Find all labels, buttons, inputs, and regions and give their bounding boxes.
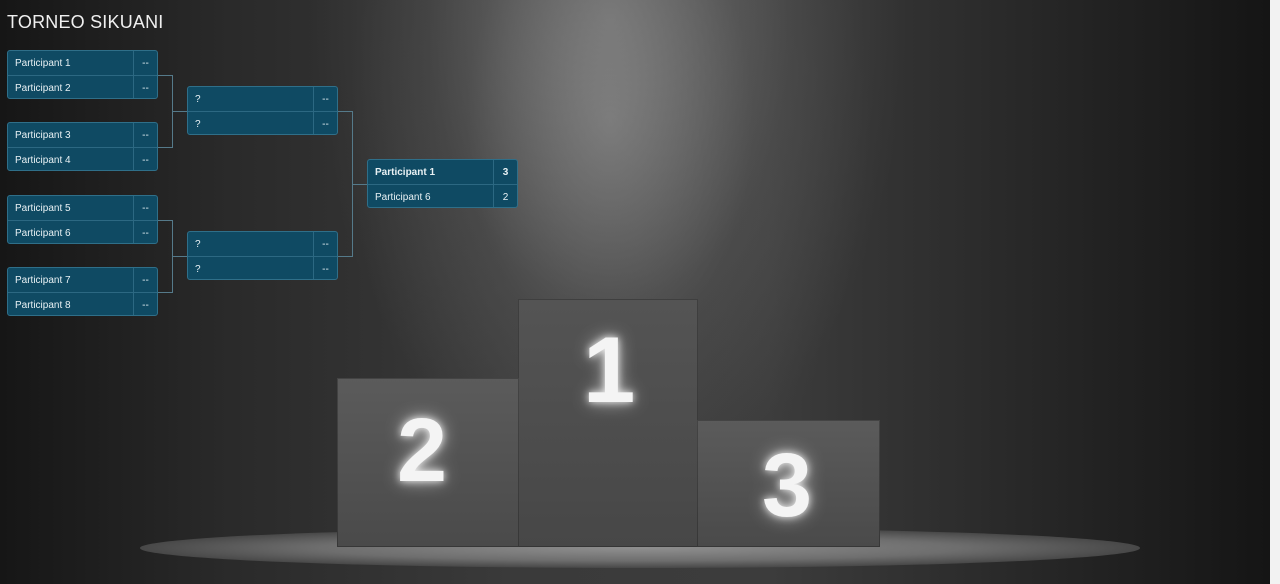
match-slot[interactable]: Participant 6 --	[8, 220, 157, 243]
page-scrollbar-edge	[1270, 0, 1280, 584]
match-slot[interactable]: Participant 4 --	[8, 147, 157, 170]
participant-score: --	[313, 257, 337, 279]
match-round1-1[interactable]: Participant 1 -- Participant 2 --	[7, 50, 158, 99]
bracket-connector	[158, 147, 173, 148]
match-slot[interactable]: ? --	[188, 111, 337, 134]
bracket-connector	[158, 75, 173, 76]
participant-name: ?	[195, 263, 201, 275]
match-slot[interactable]: Participant 8 --	[8, 292, 157, 315]
participant-name: Participant 6	[15, 227, 71, 239]
participant-name: Participant 3	[15, 129, 71, 141]
participant-score: --	[133, 76, 157, 98]
match-slot[interactable]: ? --	[188, 87, 337, 111]
podium-third-place	[697, 420, 880, 547]
participant-name: Participant 1	[15, 57, 71, 69]
match-slot-winner[interactable]: Participant 1 3	[368, 160, 517, 184]
participant-score: --	[313, 232, 337, 256]
bracket-connector	[338, 111, 353, 112]
participant-name: Participant 4	[15, 154, 71, 166]
bracket-connector	[158, 292, 173, 293]
podium-second-place	[337, 378, 519, 547]
podium-first-place	[518, 299, 698, 547]
podium-number-2: 2	[397, 401, 448, 501]
participant-score: --	[133, 293, 157, 315]
participant-score: --	[313, 87, 337, 111]
participant-score: --	[313, 112, 337, 134]
bracket-connector	[172, 256, 187, 257]
participant-name: Participant 6	[375, 191, 431, 203]
match-slot[interactable]: ? --	[188, 256, 337, 279]
participant-score: --	[133, 123, 157, 147]
match-slot[interactable]: Participant 5 --	[8, 196, 157, 220]
participant-score: 3	[493, 160, 517, 184]
match-slot[interactable]: Participant 7 --	[8, 268, 157, 292]
participant-name: ?	[195, 118, 201, 130]
participant-score: --	[133, 51, 157, 75]
participant-name: Participant 2	[15, 82, 71, 94]
participant-name: ?	[195, 238, 201, 250]
match-slot[interactable]: ? --	[188, 232, 337, 256]
match-round1-2[interactable]: Participant 3 -- Participant 4 --	[7, 122, 158, 171]
page-title: TORNEO SIKUANI	[7, 12, 164, 32]
participant-name: Participant 5	[15, 202, 71, 214]
participant-score: --	[133, 268, 157, 292]
match-round1-3[interactable]: Participant 5 -- Participant 6 --	[7, 195, 158, 244]
participant-name: Participant 8	[15, 299, 71, 311]
participant-score: 2	[493, 185, 517, 207]
bracket-connector	[352, 184, 367, 185]
match-round2-2[interactable]: ? -- ? --	[187, 231, 338, 280]
podium-number-3: 3	[762, 436, 813, 536]
podium-number-1: 1	[583, 317, 636, 422]
match-final[interactable]: Participant 1 3 Participant 6 2	[367, 159, 518, 208]
participant-score: --	[133, 196, 157, 220]
match-slot[interactable]: Participant 6 2	[368, 184, 517, 207]
bracket-connector	[172, 111, 187, 112]
participant-name: Participant 7	[15, 274, 71, 286]
participant-score: --	[133, 148, 157, 170]
match-round1-4[interactable]: Participant 7 -- Participant 8 --	[7, 267, 158, 316]
bracket-connector	[338, 256, 353, 257]
match-slot[interactable]: Participant 1 --	[8, 51, 157, 75]
bracket-connector	[158, 220, 173, 221]
match-round2-1[interactable]: ? -- ? --	[187, 86, 338, 135]
match-slot[interactable]: Participant 2 --	[8, 75, 157, 98]
participant-score: --	[133, 221, 157, 243]
participant-name: ?	[195, 93, 201, 105]
participant-name: Participant 1	[375, 166, 436, 178]
match-slot[interactable]: Participant 3 --	[8, 123, 157, 147]
